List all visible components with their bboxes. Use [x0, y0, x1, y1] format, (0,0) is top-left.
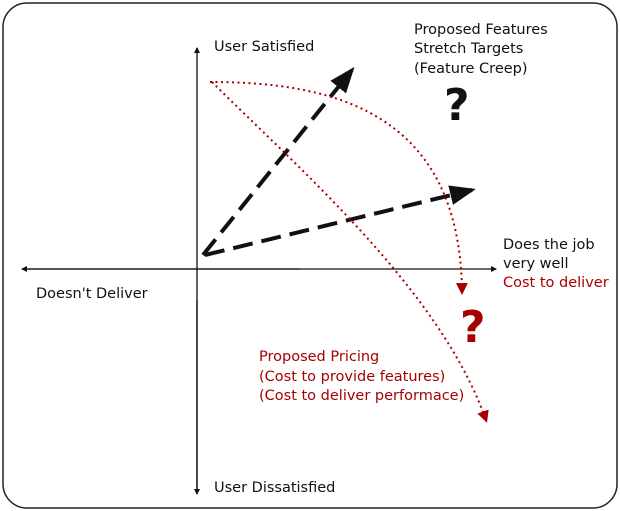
features-stretch-targets: Stretch Targets: [414, 41, 524, 57]
label-user-dissatisfied: User Dissatisfied: [214, 480, 336, 496]
features-feature-creep: (Feature Creep): [414, 61, 528, 77]
dashed-arrow-does-job: [204, 185, 476, 257]
label-doesnt-deliver: Doesn't Deliver: [36, 286, 148, 302]
dotted-curve-cost-to-deliver: [209, 81, 468, 295]
label-cost-to-deliver: Cost to deliver: [503, 275, 609, 291]
dotted-curve-pricing: [211, 81, 489, 423]
label-user-satisfied: User Satisfied: [214, 39, 315, 55]
pricing-cost-performance: (Cost to deliver performace): [259, 388, 465, 404]
pricing-cost-features: (Cost to provide features): [259, 369, 446, 385]
label-does-the-job: Does the job: [503, 237, 595, 253]
pricing-question-mark: ?: [460, 302, 486, 353]
features-title: Proposed Features: [414, 22, 548, 38]
dashed-arrow-user-satisfied: [201, 66, 355, 257]
pricing-title: Proposed Pricing: [259, 349, 380, 365]
label-very-well: very well: [503, 256, 569, 272]
features-question-mark: ?: [444, 80, 470, 131]
